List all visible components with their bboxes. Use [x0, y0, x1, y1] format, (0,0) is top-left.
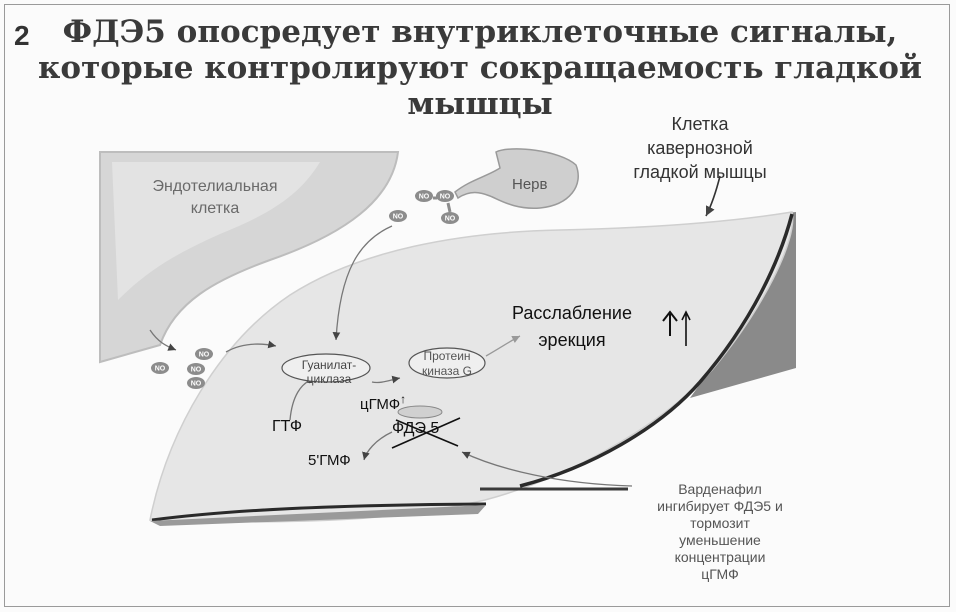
- svg-text:NO: NO: [445, 216, 456, 223]
- pointer-arrow-icon: [362, 431, 393, 461]
- pointer-arrow-icon: [225, 340, 277, 353]
- vardenafil-note-line: Варденафил: [678, 481, 762, 497]
- pointer-arrow-icon: [332, 225, 393, 341]
- svg-text:NO: NO: [199, 352, 210, 359]
- pointer-arrow-icon: [149, 329, 177, 351]
- vardenafil-note: Варденафил ингибирует ФДЭ5 и тормозит ум…: [640, 481, 800, 583]
- no-molecule-icon: NO: [389, 210, 407, 222]
- title-line-3: мышцы: [407, 86, 553, 122]
- pde5-label: ФДЭ 5: [392, 420, 440, 437]
- protein-kinase-g-shape: [408, 347, 486, 379]
- slide-number: 2: [14, 20, 30, 51]
- endothelial-label-line: клетка: [190, 200, 240, 217]
- guanylate-label-line: циклаза: [306, 372, 352, 386]
- endothelial-cell-label: Эндотелиальная клетка: [130, 176, 300, 220]
- up-arrow-icon: [662, 310, 678, 336]
- cgmp-up-arrow-icon: ↑: [400, 392, 407, 406]
- up-arrow-icon: [681, 310, 691, 346]
- nerve-shape: [454, 148, 579, 209]
- smooth-muscle-cell-label: Клетка кавернозной гладкой мышцы: [620, 112, 780, 184]
- smooth-muscle-label-line: кавернозной: [647, 138, 753, 158]
- vardenafil-note-line: тормозит: [690, 515, 750, 531]
- no-molecule-icon: NO: [195, 348, 213, 360]
- smooth-muscle-label-line: гладкой мышцы: [633, 162, 767, 182]
- svg-text:NO: NO: [155, 366, 166, 373]
- pointer-arrow-icon: [461, 451, 633, 487]
- pointer-arrow-icon: [705, 175, 721, 217]
- cgmp-text: цГМФ: [360, 396, 401, 413]
- protein-kinase-g-label: Протеин киназа G: [412, 349, 482, 379]
- svg-text:NO: NO: [191, 367, 202, 374]
- slide-title: ФДЭ5 опосредует внутриклеточные сигналы,…: [30, 14, 930, 122]
- svg-text:NO: NO: [440, 194, 451, 201]
- cgmp-label: цГМФ↑: [360, 392, 406, 413]
- svg-text:NO: NO: [191, 381, 202, 388]
- no-molecule-icon: NO: [187, 363, 205, 375]
- no-molecule-icon: NO: [436, 190, 454, 202]
- title-line-1: ФДЭ5 опосредует внутриклеточные сигналы,: [62, 14, 898, 50]
- no-molecule-icon: NO: [151, 362, 169, 374]
- relaxation-label-line: эрекция: [538, 330, 606, 350]
- pointer-arrow-icon: [485, 335, 521, 357]
- vardenafil-note-line: уменьшение: [679, 532, 761, 548]
- guanylate-label-line: Гуанилат-: [301, 358, 357, 372]
- 5-gmp-label: 5'ГМФ: [308, 452, 351, 469]
- vardenafil-note-line: ингибирует ФДЭ5 и: [657, 498, 783, 514]
- no-chain-link: [433, 196, 452, 213]
- endothelial-label-line: Эндотелиальная: [152, 178, 278, 195]
- relaxation-label-line: Расслабление: [512, 303, 632, 323]
- cell-bottom-rim: [150, 505, 486, 526]
- pkg-label-line: киназа G: [422, 364, 472, 378]
- svg-text:NO: NO: [419, 194, 430, 201]
- guanylate-cyclase-shape: [281, 353, 371, 383]
- no-molecule-icon: NO: [441, 212, 459, 224]
- cell-bottom-edge: [151, 502, 487, 522]
- gtp-label: ГТФ: [272, 418, 303, 435]
- slide-frame: [4, 4, 950, 607]
- nerve-label: Нерв: [512, 176, 548, 193]
- no-molecule-icon: NO: [415, 190, 433, 202]
- title-line-2: которые контролируют сокращаемость гладк…: [38, 50, 922, 86]
- guanylate-cyclase-label: Гуанилат- циклаза: [286, 358, 372, 386]
- pointer-arrow-icon: [371, 375, 401, 384]
- relaxation-label: Расслабление эрекция: [512, 300, 632, 354]
- cell-right-edge: [519, 213, 794, 488]
- pkg-label-line: Протеин: [423, 349, 471, 363]
- no-molecule-icon: NO: [187, 377, 205, 389]
- pde5-shape: [397, 405, 443, 419]
- pde5-cross-line: [395, 419, 459, 447]
- endothelial-cell-inner: [112, 162, 320, 300]
- vardenafil-note-line: концентрации: [674, 549, 766, 565]
- smooth-muscle-label-line: Клетка: [671, 114, 729, 134]
- svg-text:NO: NO: [393, 214, 404, 221]
- vardenafil-note-line: цГМФ: [701, 566, 739, 582]
